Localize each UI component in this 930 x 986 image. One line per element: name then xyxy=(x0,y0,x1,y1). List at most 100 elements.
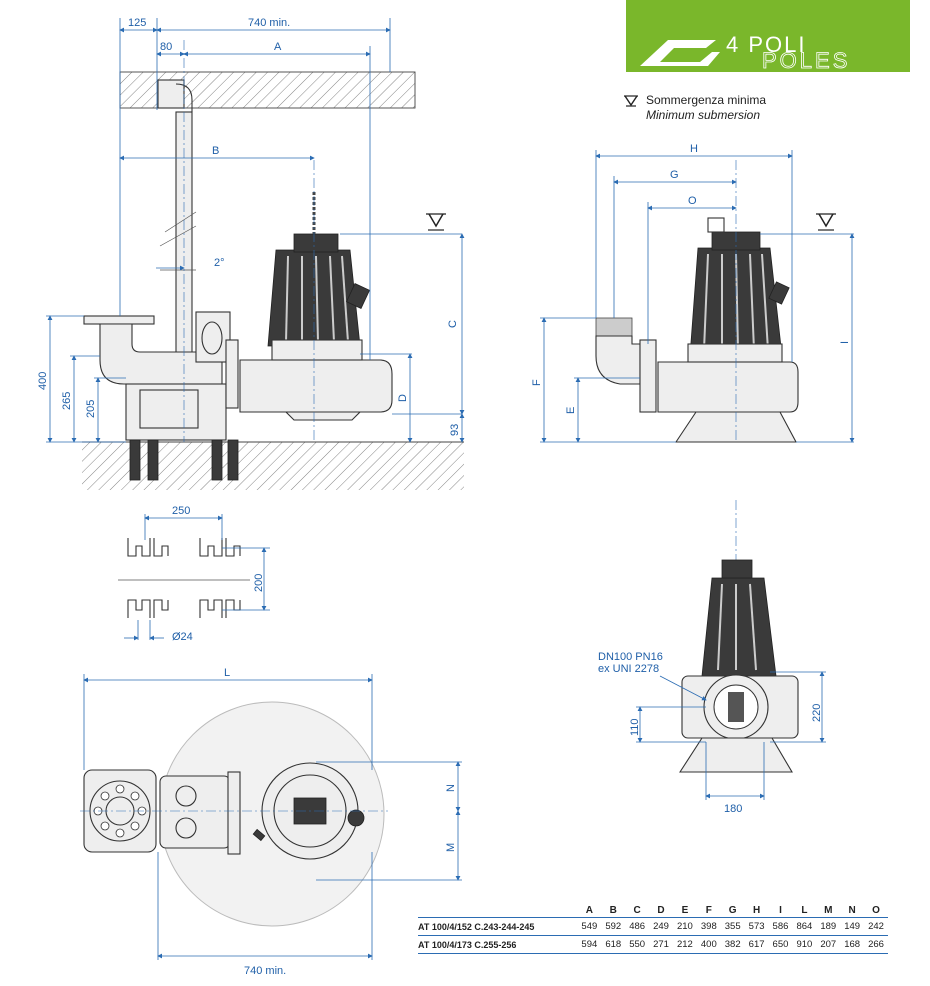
submersion-level-icon xyxy=(624,95,638,107)
table-cell: 910 xyxy=(792,935,817,954)
lifting-eye xyxy=(707,217,725,233)
table-header: C xyxy=(633,905,641,916)
dim-110: 110 xyxy=(629,718,641,736)
front-submersion-icon xyxy=(816,213,836,231)
plan-view: L N M 740 min. xyxy=(80,667,462,977)
table-cell: 168 xyxy=(840,935,865,954)
dim-740-top: 740 min. xyxy=(248,17,290,29)
dim-D: D xyxy=(397,394,409,402)
table-cell: 355 xyxy=(720,917,745,936)
table-header: N xyxy=(848,905,856,916)
table-header: E xyxy=(681,905,689,916)
dim-265: 265 xyxy=(61,392,73,410)
dim-205: 205 xyxy=(85,400,97,418)
flange-spec-line-1: DN100 PN16 xyxy=(598,651,663,663)
base-foot xyxy=(125,383,227,441)
logo-line-1: 4 POLI xyxy=(726,32,806,57)
table-cell-model: AT 100/4/173 C.255-256 xyxy=(418,935,578,954)
table-header: H xyxy=(752,905,761,916)
brand-logo: 4 POLI POLES xyxy=(626,0,910,73)
legend: Sommergenza minima Minimum submersion xyxy=(624,93,766,122)
dim-O: O xyxy=(688,195,697,207)
logo-background xyxy=(626,0,910,72)
table-cell: 573 xyxy=(744,917,769,936)
anchor-detail: 250 200 Ø24 xyxy=(118,505,270,643)
dim-93: 93 xyxy=(449,424,461,436)
anchor-bolts xyxy=(129,439,239,481)
table-header: G xyxy=(728,905,737,916)
dim-G: G xyxy=(670,169,679,181)
table-header-model xyxy=(418,904,577,918)
table-cell: 189 xyxy=(816,917,841,936)
dimension-table: A B C D E F G H I L M N O AT 100/4/152 C… xyxy=(418,904,888,954)
dim-250: 250 xyxy=(172,505,190,517)
table-cell: 594 xyxy=(577,935,602,954)
table-cell: 207 xyxy=(816,935,841,954)
table-cell: 266 xyxy=(864,935,888,954)
table-header: I xyxy=(779,905,782,916)
side-view: 125 740 min. 80 A B 2° C D 93 400 xyxy=(37,17,465,490)
table-cell: 650 xyxy=(768,935,793,954)
table-cell: 210 xyxy=(672,917,697,936)
dim-740-bottom: 740 min. xyxy=(244,965,286,977)
floor-slab xyxy=(82,442,464,490)
table-cell: 618 xyxy=(601,935,626,954)
table-cell: 586 xyxy=(768,917,793,936)
dim-M: M xyxy=(445,843,457,852)
table-header: B xyxy=(609,905,617,916)
dim-180: 180 xyxy=(724,803,742,815)
logo-mark-icon xyxy=(640,40,720,66)
table-row: AT 100/4/152 C.243-244-245 549 592 486 2… xyxy=(418,917,888,936)
table-header: O xyxy=(872,905,880,916)
table-cell: 249 xyxy=(649,917,673,936)
table-cell: 549 xyxy=(577,917,602,936)
table-row: AT 100/4/173 C.255-256 594 618 550 271 2… xyxy=(418,935,888,954)
legend-text-it: Sommergenza minima xyxy=(646,93,766,107)
table-header: L xyxy=(801,905,808,916)
dim-400: 400 xyxy=(37,372,49,390)
dim-N: N xyxy=(445,784,457,792)
front-volute xyxy=(657,361,799,413)
table-cell: 212 xyxy=(672,935,697,954)
front-view: H G O I F E xyxy=(531,143,855,443)
discharge-flange-top xyxy=(83,315,155,325)
dim-200: 200 xyxy=(253,574,265,592)
dim-L: L xyxy=(224,667,230,679)
discharge-view: DN100 PN16 ex UNI 2278 110 220 180 xyxy=(598,500,826,815)
table-cell: 617 xyxy=(744,935,769,954)
table-header: M xyxy=(824,905,833,916)
table-header: F xyxy=(705,905,712,916)
table-header-row: A B C D E F G H I L M N O xyxy=(418,904,888,918)
guide-pipe-section xyxy=(595,317,633,337)
discharge-motor xyxy=(701,577,777,677)
cable-gland xyxy=(345,283,371,309)
logo-line-2: POLES xyxy=(762,48,850,73)
dim-H: H xyxy=(690,143,698,155)
dim-C: C xyxy=(447,320,459,328)
table-cell: 400 xyxy=(696,935,721,954)
table-cell-model: AT 100/4/152 C.243-244-245 xyxy=(418,917,578,936)
table-cell: 486 xyxy=(625,917,650,936)
dim-80: 80 xyxy=(160,41,172,53)
pump-flange xyxy=(225,339,239,409)
table-cell: 550 xyxy=(625,935,650,954)
dim-angle: 2° xyxy=(214,257,225,269)
dim-125: 125 xyxy=(128,17,146,29)
dim-E: E xyxy=(565,407,577,414)
table-cell: 398 xyxy=(696,917,721,936)
flange-spec-line-2: ex UNI 2278 xyxy=(598,663,659,675)
table-cell: 864 xyxy=(792,917,817,936)
front-stand xyxy=(674,411,797,443)
dim-220: 220 xyxy=(811,704,823,722)
legend-text-en: Minimum submersion xyxy=(646,108,760,122)
front-elbow xyxy=(595,335,641,385)
pump-volute xyxy=(239,359,393,413)
dim-A: A xyxy=(274,41,282,53)
dim-d24: Ø24 xyxy=(172,631,193,643)
front-flange xyxy=(639,339,657,413)
side-submersion-icon xyxy=(426,213,446,231)
discharge-stand xyxy=(678,737,793,773)
table-cell: 271 xyxy=(649,935,673,954)
motor-top-cap xyxy=(293,233,339,253)
table-cell: 242 xyxy=(864,917,888,936)
